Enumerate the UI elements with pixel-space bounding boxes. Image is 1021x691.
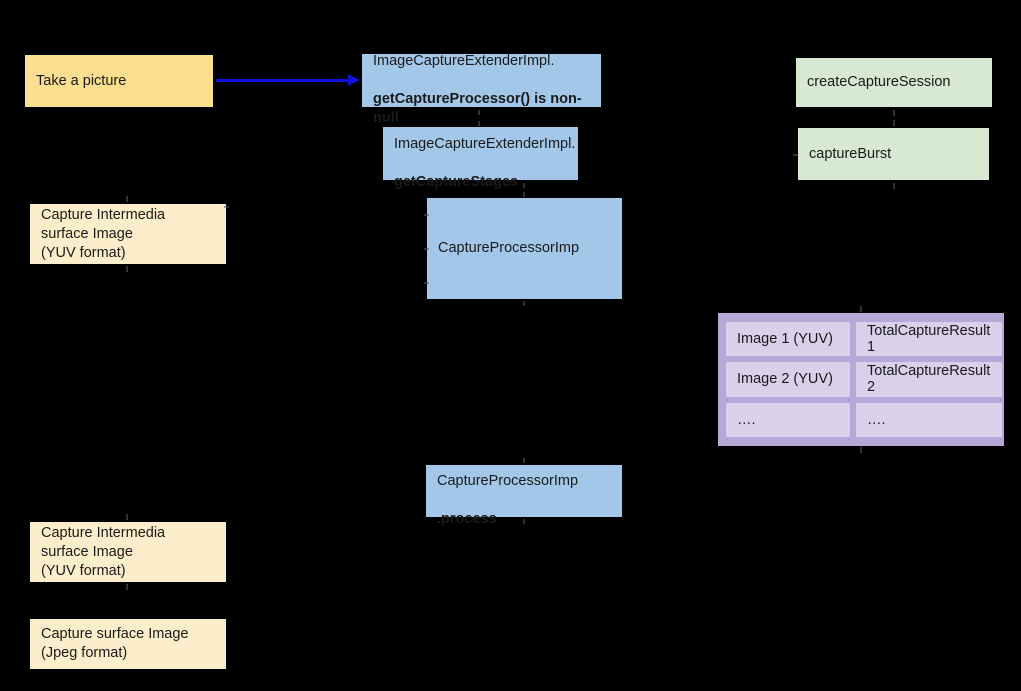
connector-tick	[478, 110, 480, 115]
node-capture-intermedia-surface-yuv-bottom-label: Capture Intermedia surface Image (YUV fo…	[41, 524, 166, 579]
node-capture-intermedia-surface-yuv-bottom[interactable]: Capture Intermedia surface Image (YUV fo…	[30, 522, 226, 582]
result-table-images-column: Image 1 (YUV) Image 2 (YUV) ….	[726, 322, 850, 437]
connector-tick	[224, 206, 229, 208]
result-table-result-cell[interactable]: TotalCaptureResult 1	[856, 322, 1002, 357]
result-table-image-cell[interactable]: Image 2 (YUV)	[726, 362, 850, 397]
node-capture-surface-jpeg[interactable]: Capture surface Image (Jpeg format)	[30, 619, 226, 669]
result-table-result-cell[interactable]: ….	[856, 402, 1002, 437]
node-capture-processor-imp-process-line2: .process	[437, 511, 497, 527]
node-capture-surface-jpeg-label: Capture surface Image (Jpeg format)	[41, 626, 189, 661]
node-capture-burst-label: captureBurst	[809, 145, 892, 162]
result-table-image-cell[interactable]: ….	[726, 402, 850, 437]
connector-tick	[126, 266, 128, 272]
node-capture-processor-imp-process[interactable]: CaptureProcessorImp .process	[426, 465, 622, 527]
node-get-capture-stages[interactable]: ImageCaptureExtenderImpl. getCaptureStag…	[383, 127, 578, 190]
connector-tick	[860, 306, 862, 312]
node-get-capture-processor[interactable]: ImageCaptureExtenderImpl. getCaptureProc…	[362, 53, 601, 126]
connector-tick	[478, 121, 480, 126]
connector-tick	[523, 183, 525, 188]
arrow-take-picture-to-get-capture-processor-line	[216, 79, 350, 82]
node-create-capture-session-label: createCaptureSession	[807, 74, 951, 90]
connector-tick	[893, 120, 895, 126]
node-get-capture-processor-line2: getCaptureProcessor() is non-null	[373, 91, 582, 126]
connector-tick	[126, 584, 128, 590]
node-capture-intermedia-surface-yuv-top[interactable]: Capture Intermedia surface Image (YUV fo…	[30, 204, 226, 264]
node-get-capture-stages-line2: getCaptureStages	[394, 173, 519, 190]
connector-tick	[523, 458, 525, 463]
connector-tick	[860, 447, 862, 453]
connector-tick	[424, 282, 429, 284]
node-take-a-picture-label: Take a picture	[36, 72, 127, 89]
result-table-results-column: TotalCaptureResult 1 TotalCaptureResult …	[856, 322, 1002, 437]
node-capture-processor-imp-process-line1: CaptureProcessorImp	[437, 473, 579, 489]
node-take-a-picture[interactable]: Take a picture	[25, 55, 213, 107]
node-get-capture-stages-line1: ImageCaptureExtenderImpl.	[394, 135, 576, 152]
connector-tick	[523, 301, 525, 306]
result-table-image-cell[interactable]: Image 1 (YUV)	[726, 322, 850, 357]
connector-tick	[893, 110, 895, 116]
connector-tick	[523, 192, 525, 197]
node-capture-burst[interactable]: captureBurst	[798, 128, 989, 180]
connector-tick	[523, 519, 525, 524]
connector-tick	[126, 514, 128, 520]
connector-tick	[424, 248, 429, 250]
node-get-capture-processor-line1: ImageCaptureExtenderImpl.	[373, 53, 555, 69]
connector-tick	[893, 183, 895, 189]
result-table-result-cell[interactable]: TotalCaptureResult 2	[856, 362, 1002, 397]
node-create-capture-session[interactable]: createCaptureSession	[796, 58, 992, 107]
result-table-group: Image 1 (YUV) Image 2 (YUV) …. TotalCapt…	[718, 313, 1004, 446]
connector-tick	[126, 196, 128, 202]
arrow-take-picture-to-get-capture-processor-head	[348, 74, 360, 86]
connector-tick	[793, 154, 798, 156]
node-capture-processor-imp-label: CaptureProcessorImp	[438, 240, 580, 256]
node-capture-intermedia-surface-yuv-top-label: Capture Intermedia surface Image (YUV fo…	[41, 206, 166, 261]
connector-tick	[424, 214, 429, 216]
node-capture-processor-imp[interactable]: CaptureProcessorImp	[427, 198, 622, 299]
